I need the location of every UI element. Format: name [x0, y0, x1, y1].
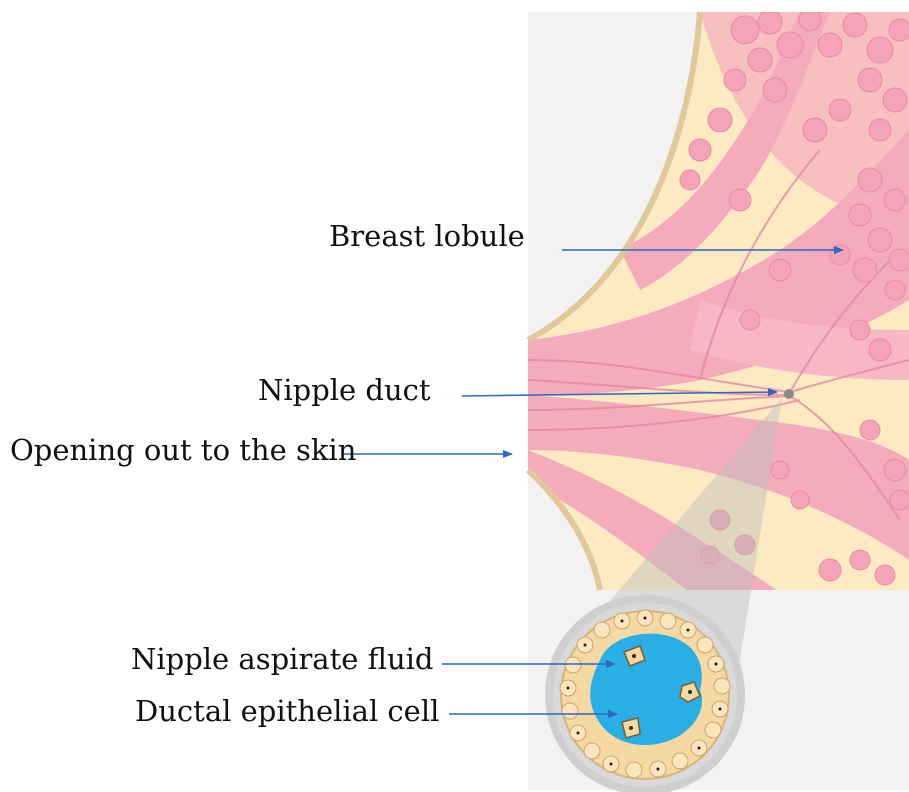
nipple-duct-point — [784, 389, 794, 399]
label-breast-lobule: Breast lobule — [329, 222, 525, 251]
duct-cross-section — [545, 595, 745, 792]
label-ductal-epithelial-cell: Ductal epithelial cell — [135, 697, 439, 726]
label-nipple-duct: Nipple duct — [258, 376, 431, 405]
label-nipple-aspirate-fluid: Nipple aspirate fluid — [131, 645, 434, 674]
label-opening-out-to-skin: Opening out to the skin — [10, 436, 356, 465]
